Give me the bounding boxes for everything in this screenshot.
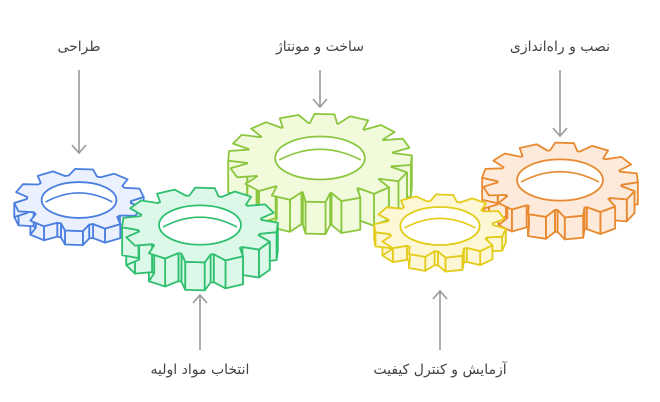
label-materials: انتخاب مواد اولیه [150,362,250,378]
label-assembly: ساخت و مونتاژ [276,39,364,55]
arrow-head-design [71,144,87,155]
gear-testing [373,193,507,273]
arrow-head-assembly [312,98,328,109]
arrow-head-materials [192,293,208,304]
arrow-head-testing [432,289,448,300]
label-design: طراحی [57,39,101,55]
arrow-head-installation [552,127,568,138]
gear-materials [121,186,279,292]
gear-installation [481,141,639,241]
label-testing: آزمایش و کنترل کیفیت [373,362,507,378]
label-installation: نصب و راه‌اندازی [509,39,611,55]
